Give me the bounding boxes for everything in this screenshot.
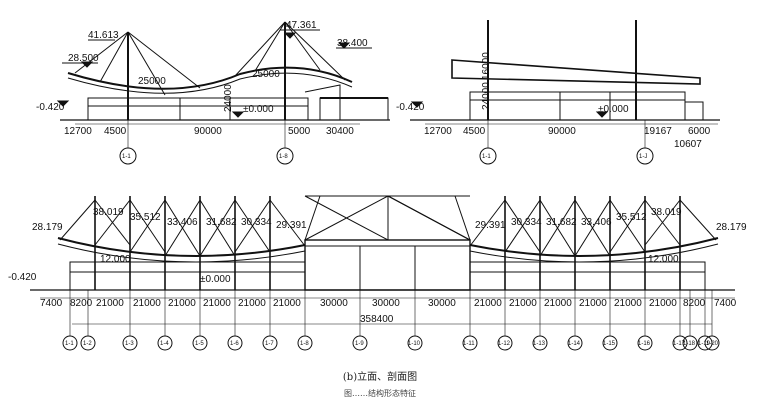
dim-label: 21000 (614, 298, 642, 309)
dim-label: 21000 (96, 298, 124, 309)
axis-label: 1-13 (533, 341, 546, 347)
dim-label: 21000 (579, 298, 607, 309)
dim-label: 21000 (203, 298, 231, 309)
axis-label: 1-20 (706, 341, 719, 347)
dim-label: 21000 (649, 298, 677, 309)
axis-label: 1-17 (673, 341, 686, 347)
drawing-2-cross-section (410, 20, 720, 165)
dim-label: 19167 (644, 126, 672, 137)
total-dim-label: 358400 (360, 314, 394, 325)
dim-label: 21000 (509, 298, 537, 309)
elev-label: ±0.000 (200, 274, 231, 285)
dim-label: 30000 (320, 298, 348, 309)
elev-label: 38.019 (93, 207, 124, 218)
dim-label: 21000 (474, 298, 502, 309)
axis-label: 1-5 (195, 341, 204, 347)
elev-label: 35.512 (616, 212, 647, 223)
axis-label: 1-8 (300, 341, 309, 347)
dim-label: 10607 (674, 139, 702, 150)
dim-label: 30400 (326, 126, 354, 137)
elev-label: 28.500 (68, 53, 99, 64)
elev-label: 47.361 (286, 20, 317, 31)
dim-label: 24000 (481, 82, 492, 110)
elev-label: -0.420 (396, 102, 425, 113)
dim-label: 12700 (64, 126, 92, 137)
dim-label: 90000 (548, 126, 576, 137)
drawing-1-cross-section (56, 21, 390, 165)
axis-label: 1-1 (65, 341, 74, 347)
dim-label: 25000 (138, 76, 166, 87)
drawing-3-longitudinal-section (30, 195, 735, 351)
dim-label: 21000 (238, 298, 266, 309)
axis-label: 1-J (639, 154, 647, 160)
dim-label: 21000 (544, 298, 572, 309)
axis-label: 1-12 (498, 341, 511, 347)
axis-label: 1-18 (683, 341, 696, 347)
elev-label: 33.406 (167, 217, 198, 228)
axis-label: 1-2 (83, 341, 92, 347)
drawing-3-labels: 28.179 38.019 35.512 33.406 31.682 30.33… (8, 207, 747, 347)
elev-label: 28.179 (716, 222, 747, 233)
axis-bubbles (62, 335, 720, 351)
dim-label: 6000 (688, 126, 711, 137)
dim-label: 7400 (40, 298, 63, 309)
axis-label: 1-6 (230, 341, 239, 347)
elev-label: 31.682 (546, 217, 577, 228)
elev-label: ±0.000 (598, 104, 629, 115)
dim-label: 8200 (70, 298, 93, 309)
dim-label: 4500 (104, 126, 127, 137)
dim-label: 30000 (372, 298, 400, 309)
axis-label: 1-9 (355, 341, 364, 347)
axis-label: 1-8 (279, 154, 288, 160)
axis-label: 1-14 (568, 341, 581, 347)
elev-label: ±0.000 (243, 104, 274, 115)
axis-label: 1-19 (698, 341, 711, 347)
dim-label: 24000 (223, 84, 234, 112)
axis-label: 1-11 (463, 341, 475, 347)
elev-label: 28.179 (32, 222, 63, 233)
elev-label: -0.420 (8, 272, 37, 283)
dim-label: 30000 (428, 298, 456, 309)
figure-subcaption: 图……结构形态特征 (344, 389, 416, 398)
dim-label: 8200 (683, 298, 706, 309)
drawing-1-labels: 41.613 47.361 28.500 38.400 -0.420 ±0.00… (36, 20, 368, 160)
dim-label: 4500 (463, 126, 486, 137)
elev-label: -0.420 (36, 102, 65, 113)
drawing-2-labels: -0.420 ±0.000 16000 24000 12700 4500 900… (396, 52, 711, 160)
axis-label: 1-3 (125, 341, 134, 347)
elev-label: 35.512 (130, 212, 161, 223)
dim-label: 25000 (252, 69, 280, 80)
dim-label: 21000 (273, 298, 301, 309)
dim-label: 5000 (288, 126, 311, 137)
elev-label: 12.000 (648, 254, 679, 265)
elev-label: 30.334 (241, 217, 272, 228)
dim-label: 21000 (133, 298, 161, 309)
axis-label: 1-1 (122, 154, 131, 160)
elev-label: 38.019 (651, 207, 682, 218)
elev-label: 29.391 (475, 220, 506, 231)
elev-label: 38.400 (337, 38, 368, 49)
dim-label: 21000 (168, 298, 196, 309)
axis-label: 1-1 (482, 154, 491, 160)
axis-label: 1-16 (638, 341, 651, 347)
figure-caption: (b)立面、剖面图 (342, 372, 418, 383)
elev-label: 31.682 (206, 217, 237, 228)
elev-label: 12.000 (100, 254, 131, 265)
axis-label: 1-7 (265, 341, 274, 347)
dim-label: 12700 (424, 126, 452, 137)
dim-label: 16000 (481, 52, 492, 80)
dim-label: 90000 (194, 126, 222, 137)
elev-label: 33.406 (581, 217, 612, 228)
axis-label: 1-4 (160, 341, 169, 347)
axis-label: 1-15 (603, 341, 616, 347)
elev-label: 29.391 (276, 220, 307, 231)
elev-label: 30.334 (511, 217, 542, 228)
dim-label: 7400 (714, 298, 737, 309)
elev-label: 41.613 (88, 30, 119, 41)
axis-label: 1-10 (408, 341, 421, 347)
